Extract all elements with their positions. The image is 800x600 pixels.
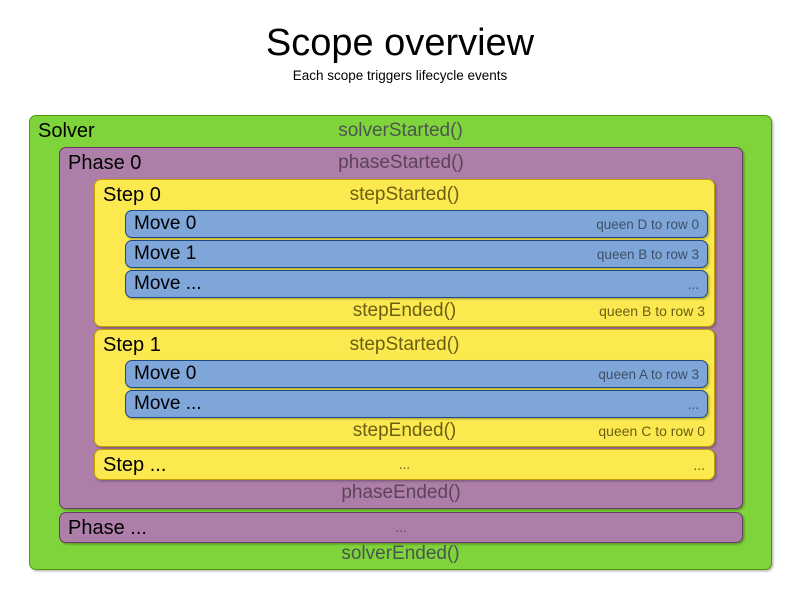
solver-started-row: Solver solverStarted() [30, 116, 771, 146]
step-0-moves-list: Move 0 queen D to row 0 Move 1 queen B t… [125, 210, 708, 300]
phase-0-label: Phase 0 [68, 152, 142, 174]
page-header: Scope overview Each scope triggers lifec… [0, 0, 800, 83]
move-label: Move 0 [134, 213, 197, 234]
move-scope[interactable]: Move ... ... [125, 270, 708, 298]
step-ellipsis-label: Step ... [103, 454, 167, 476]
solver-scope[interactable]: Solver solverStarted() Phase 0 phaseStar… [29, 115, 772, 570]
step-0-ended-row: stepEnded() queen B to row 3 [95, 296, 714, 326]
move-label: Move 0 [134, 363, 197, 384]
phase-ellipsis-label: Phase ... [68, 517, 147, 539]
solver-ended-event: solverEnded() [341, 543, 460, 564]
phase-0-started-row: Phase 0 phaseStarted() [60, 148, 742, 178]
step-1-started-event: stepStarted() [349, 334, 460, 355]
phase-0-started-event: phaseStarted() [338, 152, 464, 173]
move-scope[interactable]: Move 0 queen A to row 3 [125, 360, 708, 388]
solver-label: Solver [38, 120, 95, 142]
step-1-ended-row: stepEnded() queen C to row 0 [95, 416, 714, 446]
solver-started-event: solverStarted() [338, 120, 463, 141]
move-detail: ... [687, 277, 699, 292]
step-0-scope[interactable]: Step 0 stepStarted() Move 0 queen D to r… [94, 179, 715, 327]
step-0-started-row: Step 0 stepStarted() [95, 180, 714, 210]
step-ellipsis-detail: ... [693, 457, 705, 473]
move-detail: queen B to row 3 [596, 247, 699, 262]
move-label: Move 1 [134, 243, 197, 264]
step-1-label: Step 1 [103, 334, 161, 356]
page-title: Scope overview [265, 22, 535, 64]
solver-ended-row: solverEnded() [30, 539, 771, 569]
move-label: Move ... [134, 273, 202, 294]
move-scope[interactable]: Move ... ... [125, 390, 708, 418]
move-detail: queen D to row 0 [596, 217, 699, 232]
step-1-scope[interactable]: Step 1 stepStarted() Move 0 queen A to r… [94, 329, 715, 447]
move-detail: queen A to row 3 [598, 367, 699, 382]
step-0-ended-detail: queen B to row 3 [599, 303, 705, 319]
step-0-ended-event: stepEnded() [352, 300, 457, 321]
step-1-ended-event: stepEnded() [352, 420, 457, 441]
phase-ellipsis-row: Phase ... ... [60, 513, 742, 543]
move-scope[interactable]: Move 0 queen D to row 0 [125, 210, 708, 238]
phase-ellipsis-scope[interactable]: Phase ... ... [59, 512, 743, 543]
phase-0-ended-event: phaseEnded() [341, 482, 461, 503]
step-1-ended-detail: queen C to row 0 [598, 423, 705, 439]
move-detail: ... [687, 397, 699, 412]
phase-0-scope[interactable]: Phase 0 phaseStarted() Step 0 stepStarte… [59, 147, 743, 509]
step-ellipsis-scope[interactable]: Step ... ... ... [94, 449, 715, 480]
phase-ellipsis-event: ... [395, 520, 407, 535]
step-0-label: Step 0 [103, 184, 161, 206]
move-label: Move ... [134, 393, 202, 414]
step-0-started-event: stepStarted() [349, 184, 460, 205]
page-subtitle: Each scope triggers lifecycle events [292, 67, 508, 83]
move-scope[interactable]: Move 1 queen B to row 3 [125, 240, 708, 268]
phase-0-ended-row: phaseEnded() [60, 478, 742, 508]
step-1-started-row: Step 1 stepStarted() [95, 330, 714, 360]
step-1-moves-list: Move 0 queen A to row 3 Move ... ... [125, 360, 708, 420]
step-ellipsis-event: ... [398, 457, 411, 472]
step-ellipsis-row: Step ... ... ... [95, 450, 714, 480]
